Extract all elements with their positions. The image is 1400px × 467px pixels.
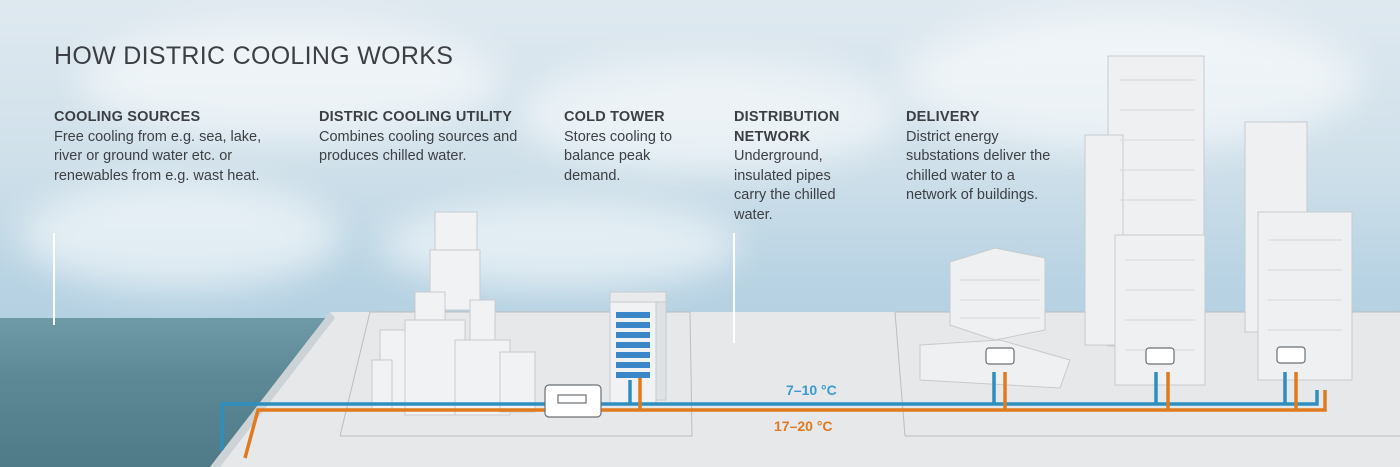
section-cold-tower: COLD TOWER Stores cooling to balance pea… xyxy=(564,108,704,186)
return-temp-label: 17–20 °C xyxy=(774,418,833,434)
section-heading: DISTRIBUTION NETWORK xyxy=(734,109,840,145)
facade-lines xyxy=(960,79,1342,351)
cloud xyxy=(520,60,900,170)
substation-icon xyxy=(544,346,1306,418)
section-body: Free cooling from e.g. sea, lake, river … xyxy=(54,128,262,184)
section-cooling-sources: COOLING SOURCES Free cooling from e.g. s… xyxy=(54,108,274,186)
section-heading: DISTRIC COOLING UTILITY xyxy=(319,109,513,125)
supply-pipe xyxy=(220,372,1319,450)
delivery-plot xyxy=(894,311,1400,437)
section-body: District energy substations deliver the … xyxy=(906,128,1051,204)
cold-tower-building xyxy=(609,291,667,406)
section-body: Stores cooling to balance peak demand. xyxy=(564,128,673,184)
section-heading: COLD TOWER xyxy=(564,109,665,125)
cloud xyxy=(80,20,500,140)
section-heading: COOLING SOURCES xyxy=(54,109,201,125)
section-utility: DISTRIC COOLING UTILITY Combines cooling… xyxy=(319,108,539,167)
utility-plot xyxy=(339,311,693,437)
pointer-line xyxy=(53,233,55,325)
pointer-line xyxy=(733,233,735,343)
section-distribution: DISTRIBUTION NETWORK Underground, insula… xyxy=(734,108,864,225)
section-body: Underground, insulated pipes carry the c… xyxy=(734,148,836,223)
cloud xyxy=(20,180,340,290)
page-title: HOW DISTRIC COOLING WORKS xyxy=(54,42,454,70)
supply-temp-label: 7–10 °C xyxy=(786,382,837,398)
section-heading: DELIVERY xyxy=(906,109,980,125)
section-delivery: DELIVERY District energy substations del… xyxy=(906,108,1066,206)
return-pipe xyxy=(243,372,1327,459)
section-body: Combines cooling sources and produces ch… xyxy=(319,128,518,165)
